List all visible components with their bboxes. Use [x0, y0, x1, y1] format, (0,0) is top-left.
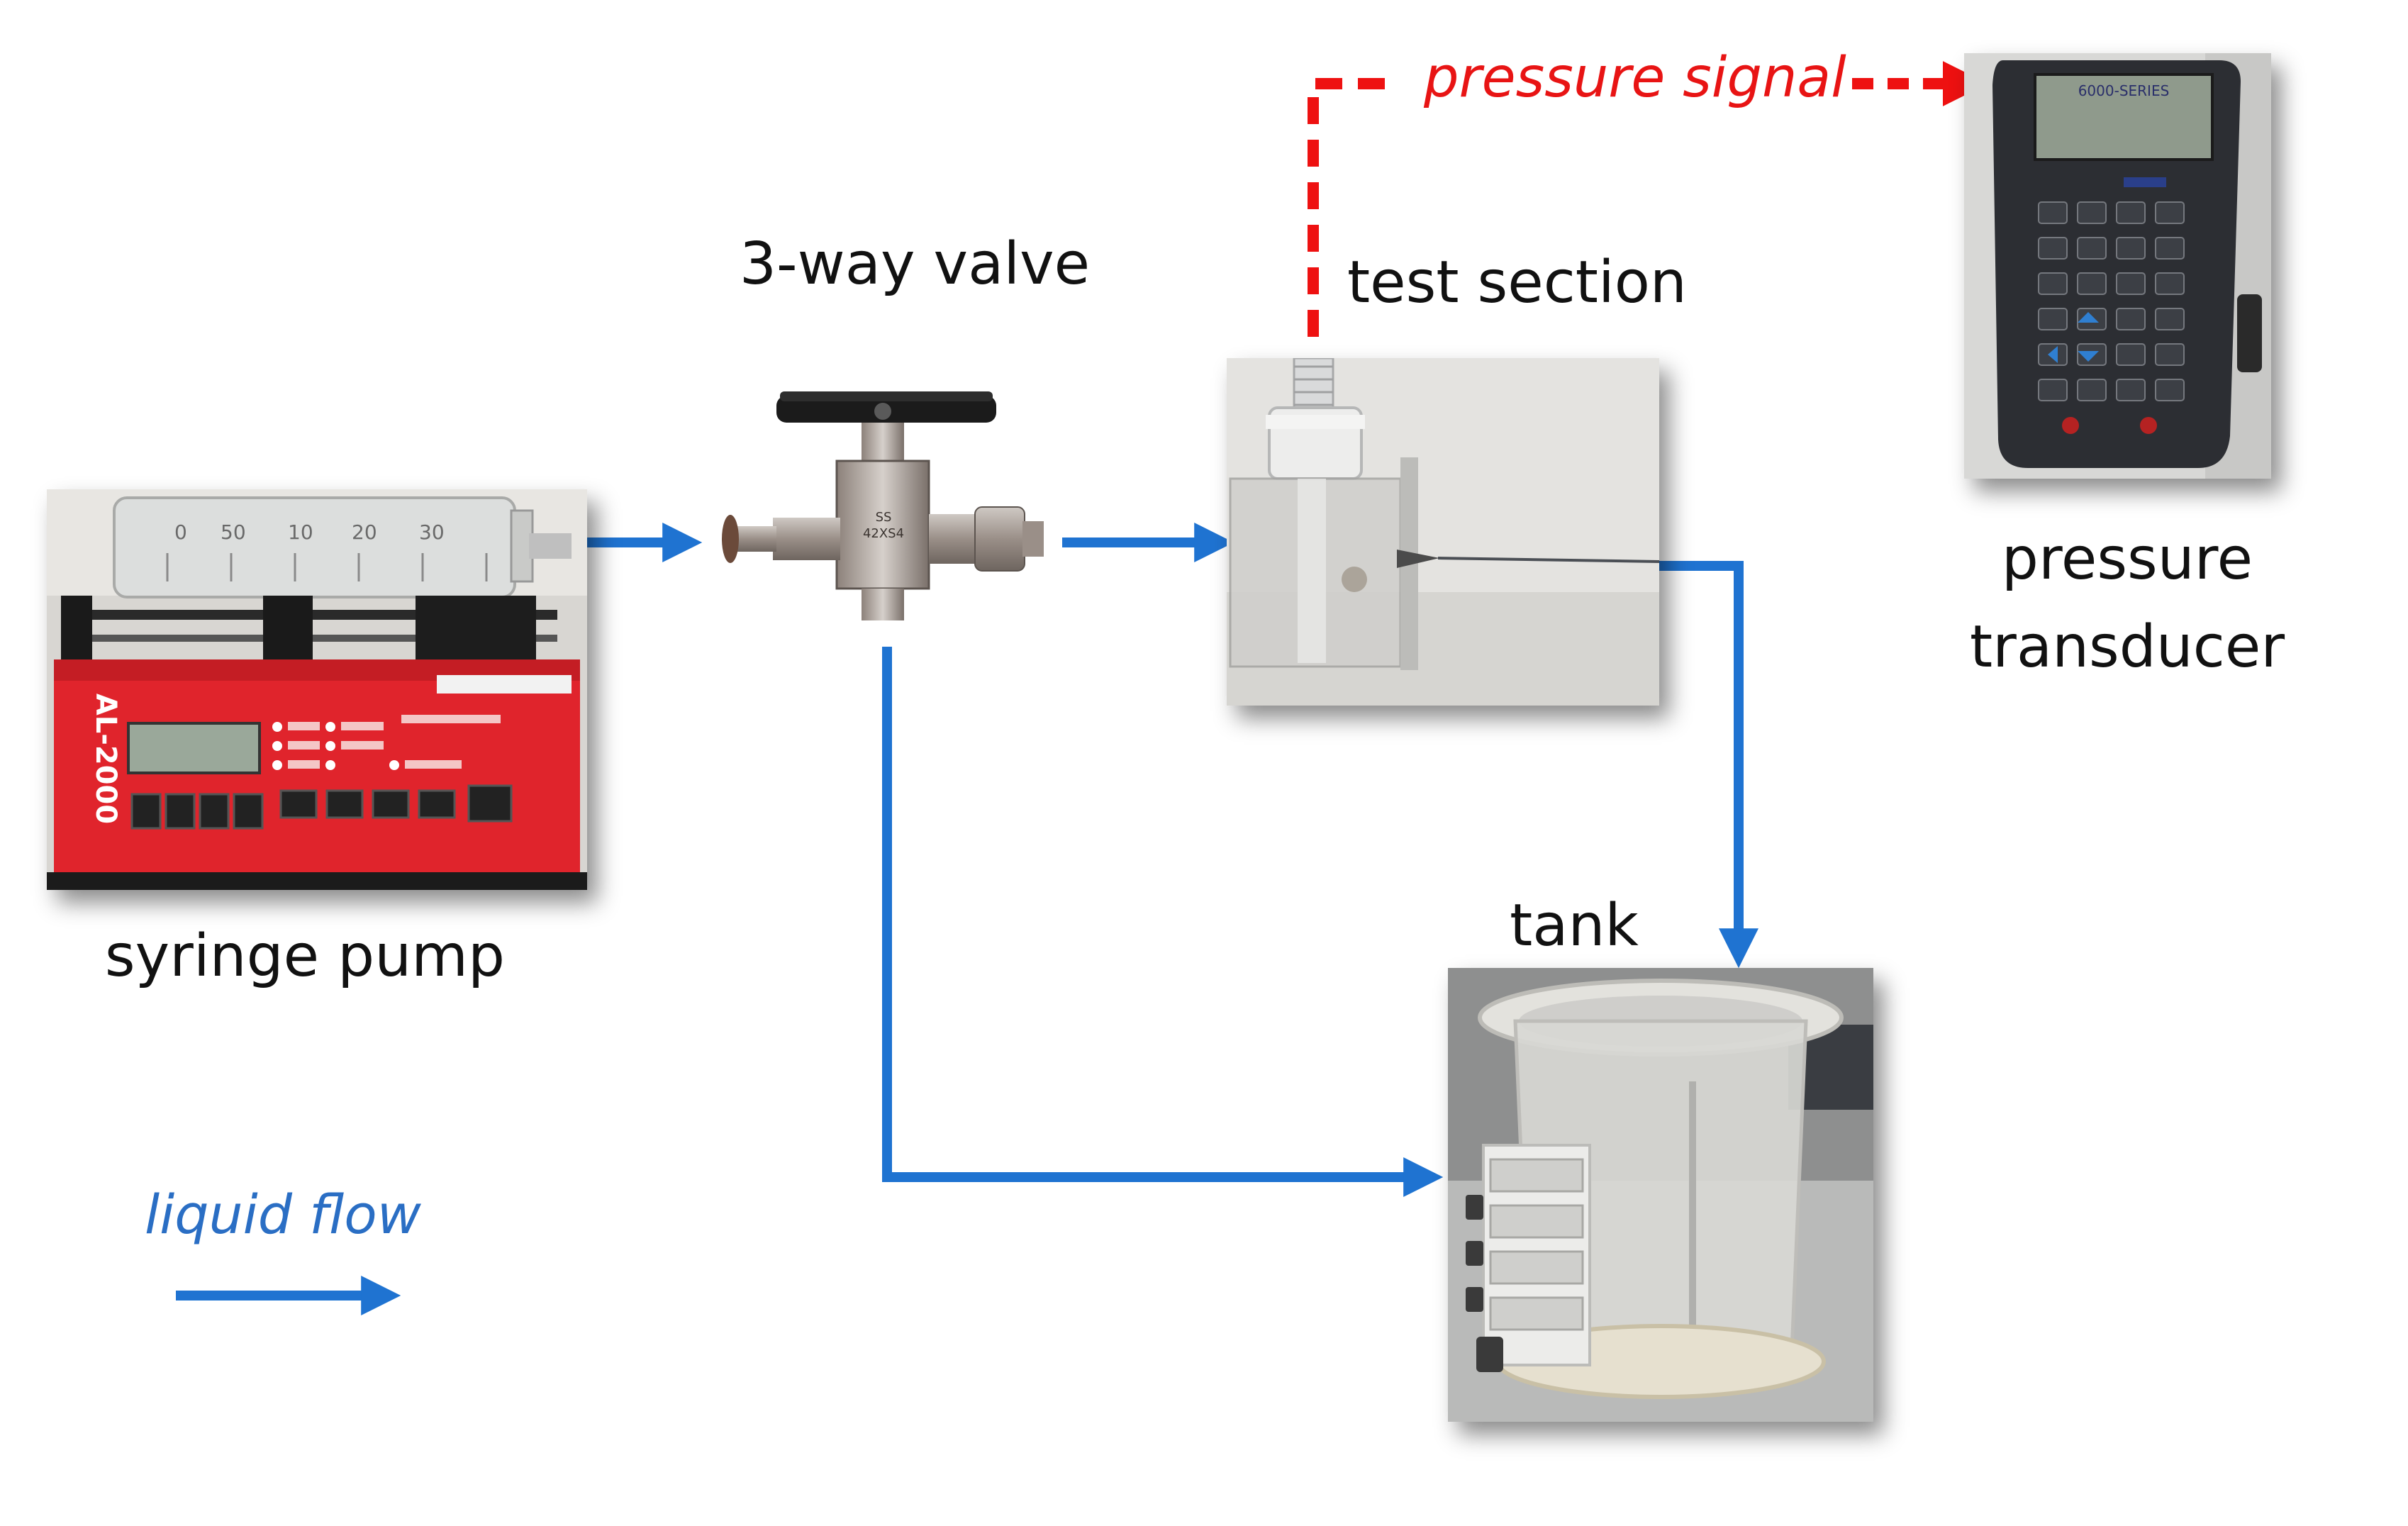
syringe-scale-1: 50	[221, 520, 246, 544]
pump-model-text: AL-2000	[89, 694, 122, 824]
syringe-pump-label: syringe pump	[104, 923, 506, 990]
tank-illustration	[1448, 968, 1873, 1422]
tank-photo	[1448, 968, 1873, 1422]
pressure-transducer-illustration: 6000-SERIES	[1964, 53, 2271, 479]
syringe-scale-4: 30	[419, 520, 445, 544]
transducer-header-text: 6000-SERIES	[2078, 82, 2170, 99]
flow-arrow-test-section-to-tank	[1658, 561, 1758, 969]
pressure-signal-label: pressure signal	[1424, 46, 1846, 110]
pressure-signal-line-left	[1308, 78, 1391, 337]
valve-stamp-line2: 42XS4	[863, 526, 904, 541]
test-section-photo	[1227, 358, 1659, 706]
test-section-label: test section	[1347, 249, 1687, 316]
liquid-flow-legend-label: liquid flow	[145, 1183, 421, 1246]
tank-label: tank	[1510, 892, 1639, 959]
flow-arrow-valve-to-tank	[882, 647, 1444, 1197]
syringe-scale-2: 10	[288, 520, 313, 544]
valve-illustration: SS 42XS4	[722, 391, 1044, 620]
syringe-pump-photo: 0 50 10 20 30 AL-	[47, 489, 587, 890]
pressure-transducer-label-line2: transducer	[1969, 613, 2285, 681]
pressure-transducer-label-line1: pressure	[2001, 525, 2253, 593]
valve-photo: SS 42XS4	[716, 376, 1057, 645]
syringe-scale-0: 0	[174, 520, 187, 544]
valve-stamp-line1: SS	[876, 510, 892, 525]
syringe-pump-illustration: 0 50 10 20 30 AL-	[47, 489, 587, 890]
test-section-illustration	[1227, 358, 1659, 706]
pressure-transducer-photo: 6000-SERIES	[1964, 53, 2271, 479]
valve-label: 3-way valve	[739, 230, 1091, 298]
syringe-scale-3: 20	[352, 520, 377, 544]
